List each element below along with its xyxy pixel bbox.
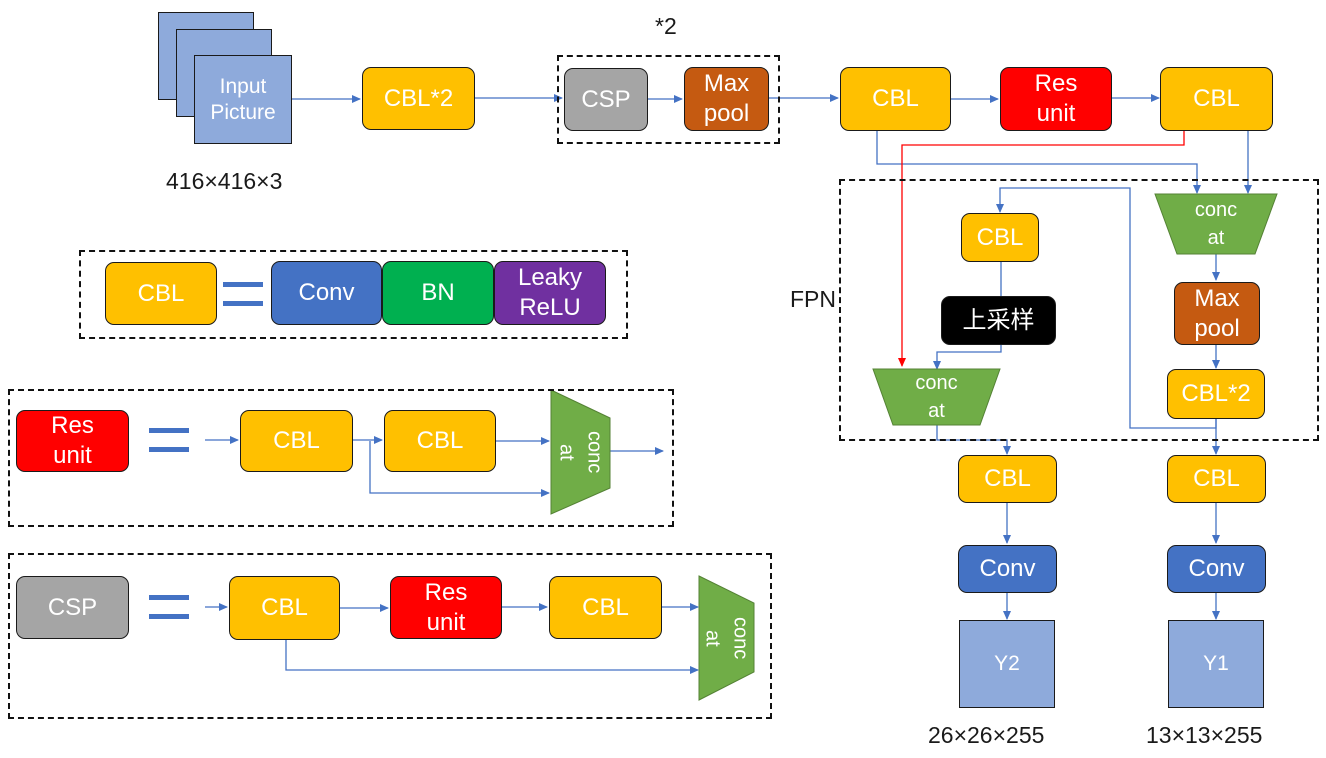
cbl-legend-bn-block: BN bbox=[382, 261, 494, 325]
main-cbl2-block: CBL*2 bbox=[362, 67, 475, 130]
res-legend-cbl-a-block: CBL bbox=[240, 410, 353, 472]
cbl-legend-lhs-block: CBL bbox=[105, 262, 217, 325]
head-right-cbl-block: CBL bbox=[1167, 455, 1266, 503]
arrow-upsample-to-concat bbox=[933, 345, 1002, 370]
fpn-maxpool-right-block: Max pool bbox=[1174, 282, 1260, 345]
csp-maxpool-group bbox=[557, 55, 780, 144]
csp-concat-shape bbox=[698, 575, 755, 701]
csp-legend-cbl-b-block: CBL bbox=[549, 576, 662, 639]
res-legend-group bbox=[8, 389, 674, 527]
res-legend-lhs-block: Res unit bbox=[16, 410, 129, 472]
cbl-legend-leakyrelu-block: Leaky ReLU bbox=[494, 261, 606, 325]
arrow-cbl-to-right-concat bbox=[876, 131, 1201, 194]
cbl-legend-group bbox=[79, 250, 628, 339]
fpn-concat-right-label: conc at bbox=[1194, 199, 1238, 249]
fpn-cbl2-right-block: CBL*2 bbox=[1167, 369, 1265, 419]
input-picture-box: Input Picture bbox=[194, 55, 292, 144]
skip-arrow-red bbox=[898, 131, 1185, 367]
res-legend-concat-label: conc at bbox=[555, 430, 606, 474]
cbl-legend-conv-block: Conv bbox=[271, 261, 382, 325]
csp-legend-resunit-block: Res unit bbox=[390, 576, 502, 639]
arrow-csp-skip-to-concat bbox=[285, 640, 699, 674]
input-size-label: 416×416×3 bbox=[166, 168, 283, 194]
main-cbl-right-block: CBL bbox=[1160, 67, 1273, 131]
cbl-legend-equals-icon bbox=[223, 282, 263, 306]
fpn-cbl-left-block: CBL bbox=[961, 213, 1039, 262]
fpn-region bbox=[839, 179, 1319, 441]
output-y1-size-label: 13×13×255 bbox=[1146, 722, 1263, 748]
fpn-label: FPN bbox=[790, 286, 836, 312]
fpn-concat-left-shape bbox=[872, 368, 1001, 426]
main-csp-block: CSP bbox=[564, 68, 648, 131]
fpn-concat-right-shape bbox=[1154, 193, 1278, 255]
arrow-res-skip-to-concat bbox=[369, 441, 550, 497]
fpn-upsample-block: 上采样 bbox=[941, 296, 1056, 345]
output-y2-size-label: 26×26×255 bbox=[928, 722, 1045, 748]
head-left-cbl-block: CBL bbox=[958, 455, 1057, 503]
res-concat-shape bbox=[550, 389, 611, 515]
csp-legend-concat-label: conc at bbox=[701, 616, 752, 660]
fpn-concat-left-label: conc at bbox=[915, 372, 958, 422]
main-maxpool-block: Max pool bbox=[684, 67, 769, 131]
res-legend-equals-icon bbox=[149, 428, 189, 452]
output-y1-box: Y1 bbox=[1168, 620, 1264, 708]
main-cbl-block: CBL bbox=[840, 67, 951, 131]
csp-legend-cbl-a-block: CBL bbox=[229, 576, 340, 640]
output-y2-box: Y2 bbox=[959, 620, 1055, 708]
head-left-conv-block: Conv bbox=[958, 545, 1057, 593]
csp-legend-group bbox=[8, 553, 772, 719]
repeat-label: *2 bbox=[655, 13, 677, 39]
main-resunit-block: Res unit bbox=[1000, 67, 1112, 131]
csp-legend-lhs-block: CSP bbox=[16, 576, 129, 639]
head-right-conv-block: Conv bbox=[1167, 545, 1266, 593]
res-legend-cbl-b-block: CBL bbox=[384, 410, 496, 472]
csp-legend-equals-icon bbox=[149, 595, 189, 619]
